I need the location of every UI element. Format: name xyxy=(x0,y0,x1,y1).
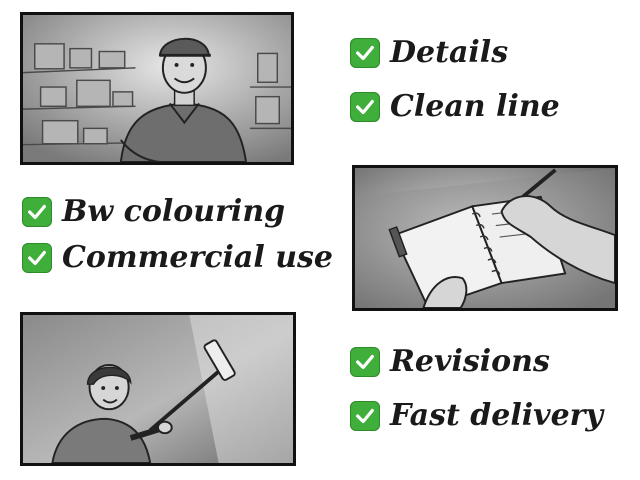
feature-clean-line: Clean line xyxy=(350,87,560,127)
feature-label: Commercial use xyxy=(62,240,333,275)
feature-revisions: Revisions xyxy=(350,342,550,382)
check-mark-icon xyxy=(22,197,52,227)
feature-commercial-use: Commercial use xyxy=(22,238,333,278)
check-mark-icon xyxy=(350,92,380,122)
illustration-painter-roller xyxy=(20,312,296,466)
feature-label: Bw colouring xyxy=(62,194,286,229)
check-mark-icon xyxy=(22,243,52,273)
feature-label: Details xyxy=(390,35,509,70)
feature-bw-colouring: Bw colouring xyxy=(22,192,285,232)
feature-label: Clean line xyxy=(390,89,560,124)
feature-label: Fast delivery xyxy=(390,398,603,433)
feature-label: Revisions xyxy=(390,344,550,379)
check-mark-icon xyxy=(350,347,380,377)
feature-details: Details xyxy=(350,33,508,73)
feature-fast-delivery: Fast delivery xyxy=(350,396,603,436)
illustration-notebook-checklist xyxy=(352,165,618,311)
illustration-worker-shelves xyxy=(20,12,294,165)
check-mark-icon xyxy=(350,38,380,68)
check-mark-icon xyxy=(350,401,380,431)
